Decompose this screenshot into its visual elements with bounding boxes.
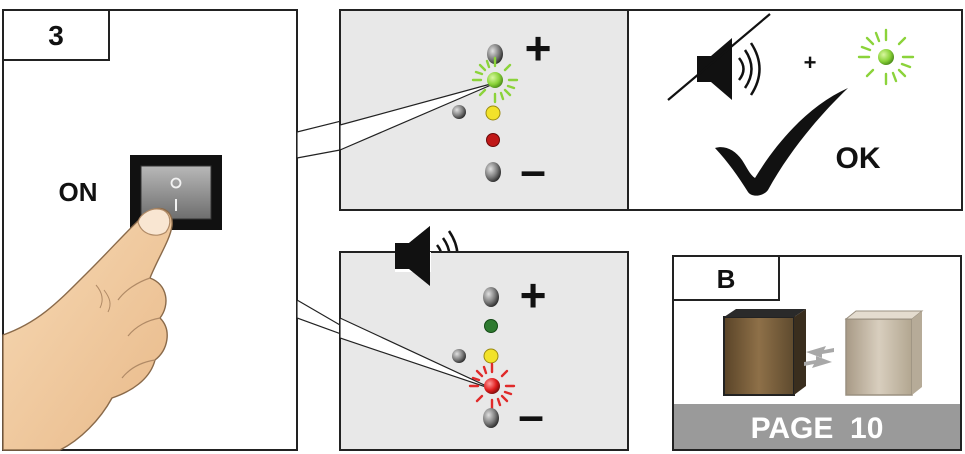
led-yellow (485, 105, 501, 121)
reference-letter-box (672, 255, 780, 301)
plus-sign-bottom: + (520, 269, 547, 321)
minus-sign-bottom: – (518, 389, 544, 441)
led-green-off (484, 319, 498, 333)
led-bottom-grey-bottom (483, 408, 499, 428)
speaker-sound-icon-overlay (395, 226, 430, 286)
light-box-icon (844, 310, 924, 396)
speaker-muted-icon (667, 13, 771, 101)
hand-pressing-icon (2, 207, 173, 451)
plus-sign-result: + (804, 50, 817, 75)
led-panel-bottom: + – (339, 226, 629, 451)
page-reference: PAGE 10 (751, 412, 884, 445)
result-panel-frame (627, 9, 963, 211)
page-bar (674, 404, 960, 449)
led-panel-top-frame (339, 9, 629, 211)
minus-sign-top: – (520, 144, 546, 196)
swap-arrows-icon (804, 346, 834, 368)
led-panel-top: + – (339, 9, 629, 211)
reference-panel: B PAGE 10 (672, 255, 962, 451)
step-number: 3 (48, 20, 64, 51)
checkmark-icon (715, 88, 848, 196)
led-yellow-bottom (483, 348, 499, 364)
led-top-grey (487, 44, 503, 64)
callout-top-tip (339, 81, 499, 151)
led-side-grey-bottom (452, 349, 466, 363)
switch-panel: 3 ON (2, 9, 298, 451)
switch-off-symbol-icon (170, 177, 182, 189)
plus-sign-top: + (525, 22, 552, 74)
led-bottom-grey (485, 162, 501, 182)
green-blink-icon (857, 28, 915, 86)
led-top-grey-bottom (483, 287, 499, 307)
led-green-blinking-icon (471, 56, 519, 104)
step-number-box (2, 9, 110, 61)
callout-bottom-tip (339, 317, 496, 391)
result-panel: + OK (627, 9, 963, 211)
reference-letter: B (717, 264, 736, 294)
led-side-grey (452, 105, 466, 119)
dark-box-icon (723, 309, 806, 396)
on-label: ON (59, 177, 98, 207)
led-red (486, 133, 500, 147)
led-red-blinking-icon (468, 362, 516, 410)
ok-label: OK (836, 142, 881, 175)
